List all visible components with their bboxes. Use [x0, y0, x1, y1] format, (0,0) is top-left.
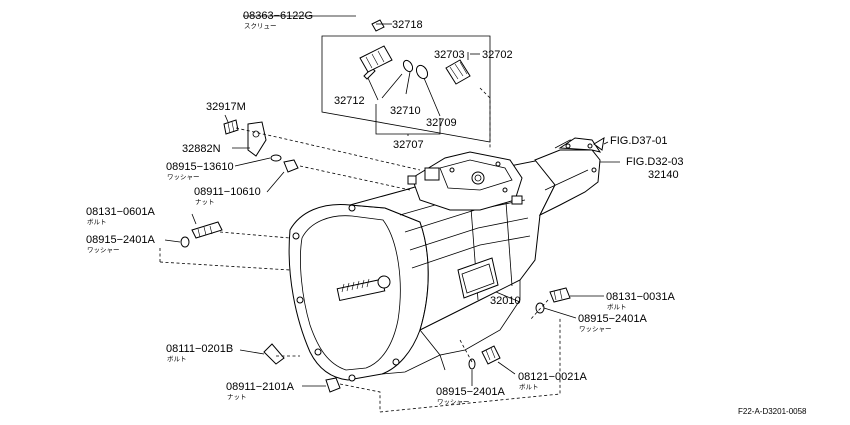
callout-08363-6122G-desc: スクリュー [244, 22, 277, 30]
callout-08121-0021A-desc: ボルト [519, 383, 539, 391]
callout-08111-0201B: 08111−0201B [166, 343, 233, 355]
callout-32703: 32703 [434, 49, 465, 61]
callout-08121-0021A: 08121−0021A [518, 371, 587, 383]
shift-lever-subassembly [321, 19, 491, 143]
input-shaft [336, 275, 391, 302]
callout-08915-2401A-right: 08915−2401A [578, 313, 647, 325]
callout-FIG.D32-03[interactable]: FIG.D32-03 [626, 156, 683, 168]
callout-08915-13610-desc: ワッシャー [167, 173, 200, 181]
reference-lines [159, 87, 561, 413]
shift-tower [411, 151, 523, 211]
callout-08911-10610: 08911−10610 [194, 186, 261, 198]
callout-08915-2401A-left: 08915−2401A [86, 234, 155, 246]
callout-32707: 32707 [393, 139, 424, 151]
callout-32710: 32710 [390, 105, 421, 117]
callout-08363-6122G: 08363−6122G [243, 10, 313, 22]
label-leaders [164, 15, 620, 387]
extension-housing [534, 149, 601, 217]
callout-08911-2101A: 08911−2101A [226, 381, 295, 393]
transmission-assembly [288, 137, 602, 382]
callout-08131-0031A: 08131−0031A [606, 291, 675, 303]
callout-08915-2401A-bottom: 08915−2401A [436, 386, 505, 398]
callout-08915-2401A-left-desc: ワッシャー [87, 246, 120, 254]
callout-08915-2401A-bottom-desc: ワッシャー [437, 398, 470, 406]
callout-08131-0601A: 08131−0601A [86, 206, 155, 218]
callout-FIG.D37-01[interactable]: FIG.D37-01 [610, 135, 667, 147]
callout-32712: 32712 [334, 95, 365, 107]
callout-32709: 32709 [426, 117, 457, 129]
callout-32010: 32010 [490, 295, 521, 307]
callout-08911-10610-desc: ナット [195, 198, 215, 206]
callout-08131-0601A-desc: ボルト [87, 218, 107, 226]
callout-08131-0031A-desc: ボルト [607, 303, 627, 311]
callout-labels: 08363−6122G スクリュー 32718 32703 32702 3271… [86, 10, 807, 416]
diagram-code: F22-A-D3201-0058 [738, 407, 807, 416]
callout-08915-13610: 08915−13610 [166, 161, 234, 173]
callout-08111-0201B-desc: ボルト [167, 355, 187, 363]
callout-32882N: 32882N [182, 143, 221, 155]
callout-08911-2101A-desc: ナット [227, 393, 247, 401]
callout-32702: 32702 [482, 49, 513, 61]
callout-08915-2401A-right-desc: ワッシャー [579, 325, 612, 333]
callout-32140: 32140 [648, 169, 679, 181]
callout-32718: 32718 [392, 19, 423, 31]
small-parts-left [180, 119, 341, 393]
callout-32917M: 32917M [206, 101, 246, 113]
small-parts-right [468, 287, 571, 370]
